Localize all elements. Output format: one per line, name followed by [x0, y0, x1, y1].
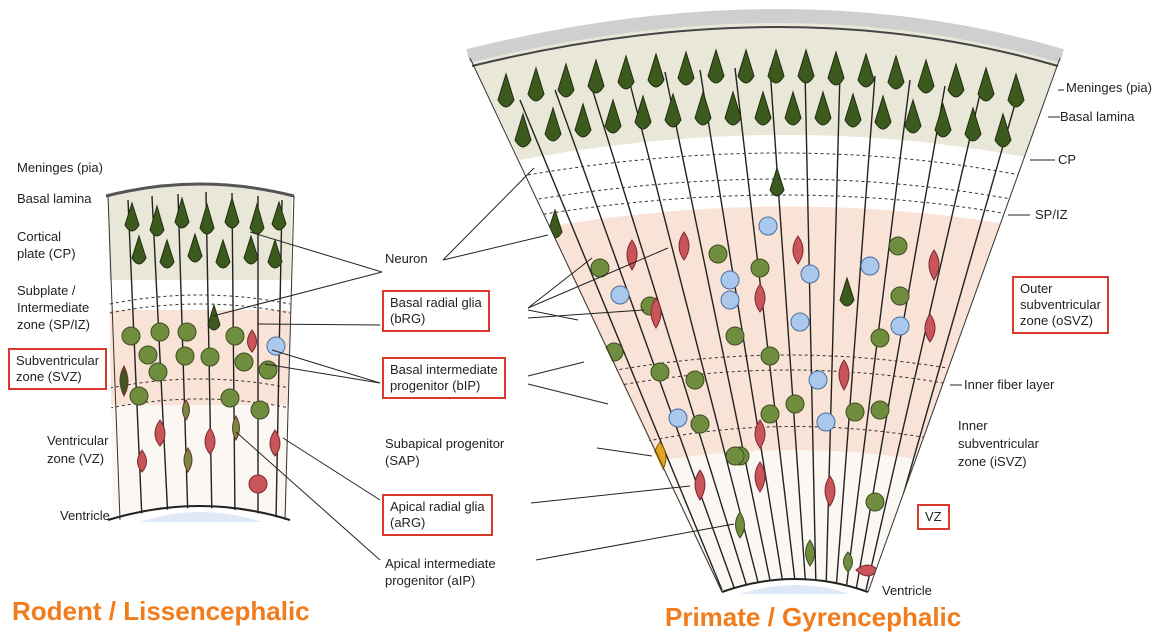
rodent-spiz-label-line3: zone (SP/IZ): [17, 317, 90, 333]
sap-label-line2: (SAP): [385, 453, 420, 469]
rodent-title: Rodent / Lissencephalic: [12, 596, 310, 627]
rodent-svz-label-line1: Subventricular: [16, 353, 99, 369]
brg-label-line1: Basal radial glia: [390, 295, 482, 311]
bip-label-line2: progenitor (bIP): [390, 378, 498, 394]
rodent-basal-lamina-label: Basal lamina: [17, 191, 91, 207]
arg-label-box: Apical radial glia (aRG): [382, 494, 493, 536]
primate-isvz-label-line1: Inner: [958, 418, 988, 434]
rodent-ventricle-label: Ventricle: [60, 508, 110, 524]
rodent-vz-label-line1: Ventricular: [47, 433, 108, 449]
rodent-spiz-label-line2: Intermediate: [17, 300, 89, 316]
rodent-zones: [100, 170, 300, 530]
arg-label-line2: (aRG): [390, 515, 485, 531]
primate-osvz-label-box: Outer subventricular zone (oSVZ): [1012, 276, 1109, 334]
primate-zones: [460, 0, 1070, 600]
primate-osvz-label-line3: zone (oSVZ): [1020, 313, 1101, 329]
primate-ventricle-label: Ventricle: [882, 583, 932, 599]
primate-cp-label: CP: [1058, 152, 1076, 168]
neuron-label: Neuron: [385, 251, 428, 267]
bip-label-line1: Basal intermediate: [390, 362, 498, 378]
primate-spiz-label: SP/IZ: [1035, 207, 1068, 223]
sap-label-line1: Subapical progenitor: [385, 436, 504, 452]
arg-label-line1: Apical radial glia: [390, 499, 485, 515]
rodent-cp-label-line2: plate (CP): [17, 246, 76, 262]
primate-inner-fiber-label: Inner fiber layer: [964, 377, 1054, 393]
primate-title: Primate / Gyrencephalic: [665, 602, 961, 633]
rodent-spiz-label-line1: Subplate /: [17, 283, 76, 299]
primate-osvz-label-line1: Outer: [1020, 281, 1101, 297]
brg-label-box: Basal radial glia (bRG): [382, 290, 490, 332]
primate-osvz-zone: [540, 207, 1030, 471]
rodent-svz-label-box: Subventricular zone (SVZ): [8, 348, 107, 390]
aip-label-line2: progenitor (aIP): [385, 573, 475, 589]
rodent-cp-label-line1: Cortical: [17, 229, 61, 245]
rodent-vz-label-line2: zone (VZ): [47, 451, 104, 467]
primate-isvz-label-line3: zone (iSVZ): [958, 454, 1027, 470]
bip-label-box: Basal intermediate progenitor (bIP): [382, 357, 506, 399]
brg-label-line2: (bRG): [390, 311, 482, 327]
primate-basal-lamina-label: Basal lamina: [1060, 109, 1134, 125]
primate-vz-label-box: VZ: [917, 504, 950, 530]
primate-osvz-label-line2: subventricular: [1020, 297, 1101, 313]
primate-meninges-label: Meninges (pia): [1066, 80, 1152, 96]
rodent-svz-label-line2: zone (SVZ): [16, 369, 99, 385]
aip-label-line1: Apical intermediate: [385, 556, 496, 572]
rodent-cortex: [100, 170, 300, 530]
rodent-meninges-label: Meninges (pia): [17, 160, 103, 176]
primate-isvz-label-line2: subventricular: [958, 436, 1039, 452]
primate-cortex: [460, 0, 1070, 600]
primate-vz-label: VZ: [925, 509, 942, 525]
